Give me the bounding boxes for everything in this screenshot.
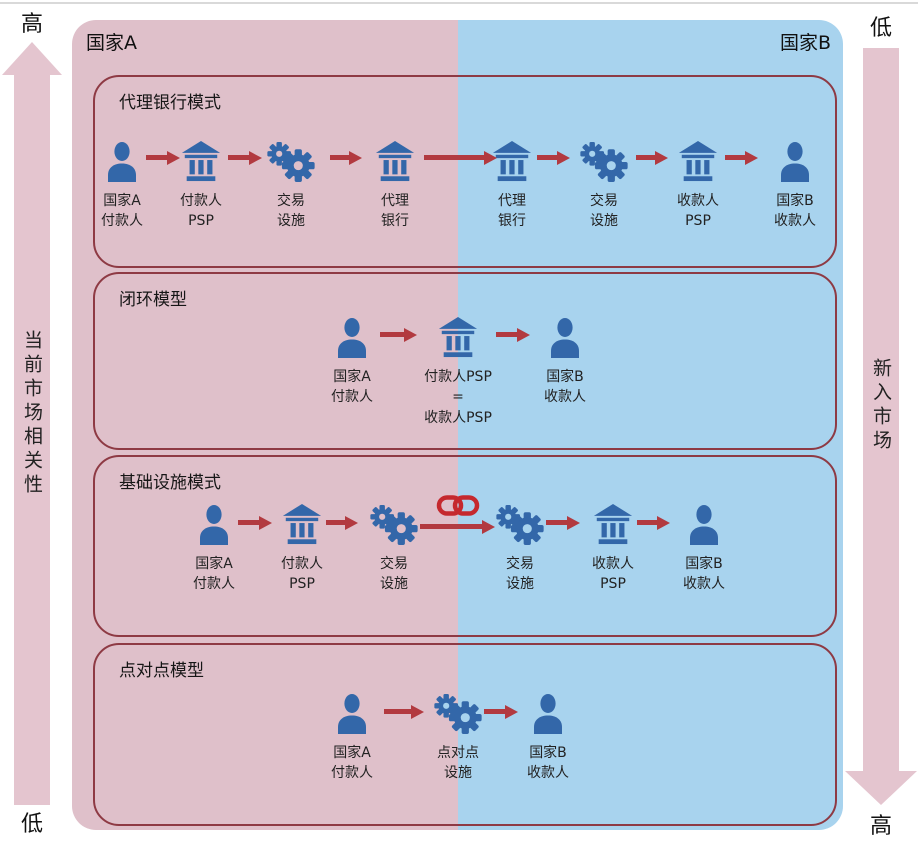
flow-node: 国家B 收款人: [498, 686, 598, 784]
chain-link-icon: [436, 492, 480, 519]
flow-node: 代理 银行: [462, 134, 562, 232]
flow-node: 国家A 付款人: [72, 134, 172, 232]
model-title: 基础设施模式: [119, 473, 221, 493]
right-axis-title: 新入市场: [870, 358, 892, 454]
flow-arrow-icon: [424, 150, 497, 165]
flow-arrow-icon: [725, 150, 758, 165]
model-title: 代理银行模式: [119, 93, 221, 113]
node-label: 交易 设施: [380, 556, 408, 593]
node-label: 国家A 付款人: [101, 193, 143, 230]
gears-icon: [370, 505, 418, 545]
flow-node: 交易 设施: [554, 134, 654, 232]
flow-node: 交易 设施: [470, 497, 570, 595]
flow-node: 国家A 付款人: [164, 497, 264, 595]
person-icon: [530, 694, 566, 734]
flow-node: 交易 设施: [344, 497, 444, 595]
person-icon: [777, 142, 813, 182]
flow-node: 收款人 PSP: [563, 497, 663, 595]
node-label: 交易 设施: [590, 193, 618, 230]
node-label: 国家B 收款人: [774, 193, 816, 230]
node-label: 付款人PSP = 收款人PSP: [424, 369, 492, 426]
left-axis-title: 当前市场相关性: [21, 330, 43, 498]
model-box-correspondent-banking: 代理银行模式: [93, 75, 837, 268]
node-label: 交易 设施: [506, 556, 534, 593]
person-icon: [686, 505, 722, 545]
person-icon: [547, 318, 583, 358]
flow-arrow-icon: [384, 704, 424, 719]
node-label: 国家B 收款人: [544, 369, 586, 406]
model-title: 点对点模型: [119, 661, 204, 681]
flow-node: 国家B 收款人: [654, 497, 754, 595]
person-icon: [334, 694, 370, 734]
node-label: 国家A 付款人: [331, 745, 373, 782]
left-axis-bottom-label: 低: [20, 812, 43, 837]
right-axis-bottom-label: 高: [869, 814, 892, 839]
bank-icon: [374, 140, 416, 182]
node-label: 点对点 设施: [437, 745, 479, 782]
flow-arrow-icon: [496, 327, 530, 342]
flow-arrow-icon: [546, 515, 580, 530]
flow-arrow-icon: [537, 150, 570, 165]
flow-node: 付款人 PSP: [252, 497, 352, 595]
left-axis-top-label: 高: [20, 12, 43, 37]
flow-node: 代理 银行: [345, 134, 445, 232]
down-arrow-icon: [845, 771, 917, 805]
bank-icon: [592, 503, 634, 545]
gears-icon: [580, 142, 628, 182]
flow-node: 付款人PSP = 收款人PSP: [403, 310, 513, 428]
flow-arrow-icon: [420, 519, 495, 534]
left-axis-shaft: [14, 73, 50, 805]
country-b-label: 国家B: [779, 32, 831, 54]
bank-icon: [437, 316, 479, 358]
flow-node: 国家A 付款人: [302, 686, 402, 784]
flow-arrow-icon: [637, 515, 670, 530]
node-label: 代理 银行: [381, 193, 409, 230]
flow-node: 国家A 付款人: [302, 310, 402, 408]
bank-icon: [491, 140, 533, 182]
right-axis-top-label: 低: [869, 16, 892, 41]
node-label: 付款人 PSP: [281, 556, 323, 593]
model-box-infrastructure: 基础设施模式: [93, 455, 837, 637]
flow-arrow-icon: [330, 150, 362, 165]
flow-node: 交易 设施: [241, 134, 341, 232]
model-box-peer-to-peer: 点对点模型: [93, 643, 837, 826]
bank-icon: [677, 140, 719, 182]
bank-icon: [281, 503, 323, 545]
node-label: 收款人 PSP: [592, 556, 634, 593]
model-title: 闭环模型: [119, 290, 187, 310]
flow-arrow-icon: [228, 150, 262, 165]
flow-node: 点对点 设施: [408, 686, 508, 784]
person-icon: [196, 505, 232, 545]
flow-node: 国家B 收款人: [745, 134, 845, 232]
flow-node: 国家B 收款人: [515, 310, 615, 408]
flow-node: 付款人 PSP: [151, 134, 251, 232]
gears-icon: [267, 142, 315, 182]
up-arrow-icon: [2, 42, 62, 75]
node-label: 国家A 付款人: [331, 369, 373, 406]
flow-arrow-icon: [484, 704, 518, 719]
node-label: 国家B 收款人: [683, 556, 725, 593]
flow-arrow-icon: [146, 150, 180, 165]
flow-arrow-icon: [380, 327, 417, 342]
country-a-label: 国家A: [86, 32, 137, 54]
person-icon: [104, 142, 140, 182]
person-icon: [334, 318, 370, 358]
right-axis-shaft: [863, 48, 899, 771]
gears-icon: [434, 694, 482, 734]
node-label: 付款人 PSP: [180, 193, 222, 230]
node-label: 代理 银行: [498, 193, 526, 230]
bank-icon: [180, 140, 222, 182]
node-label: 收款人 PSP: [677, 193, 719, 230]
node-label: 国家B 收款人: [527, 745, 569, 782]
top-divider: [0, 2, 918, 4]
node-label: 国家A 付款人: [193, 556, 235, 593]
gears-icon: [496, 505, 544, 545]
flow-arrow-icon: [636, 150, 668, 165]
flow-arrow-icon: [238, 515, 272, 530]
flow-arrow-icon: [326, 515, 358, 530]
flow-node: 收款人 PSP: [648, 134, 748, 232]
node-label: 交易 设施: [277, 193, 305, 230]
model-box-closed-loop: 闭环模型: [93, 272, 837, 450]
